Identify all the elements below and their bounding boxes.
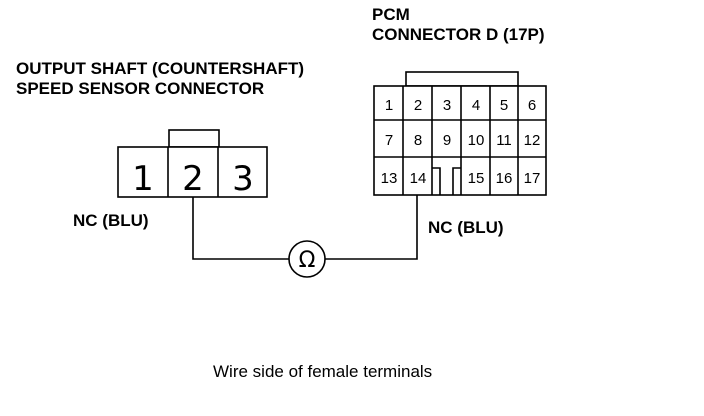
pcm-pin-11: 11: [496, 132, 512, 149]
pcm-connector-latch: [405, 71, 519, 87]
sensor-title-line-2: SPEED SENSOR CONNECTOR: [16, 79, 264, 98]
pcm-pin-13: 13: [381, 170, 398, 187]
pcm-pin-10: 10: [468, 132, 485, 149]
pcm-pin-4: 4: [472, 97, 480, 114]
pcm-pin-1: 1: [385, 97, 393, 114]
pcm-pin-14: 14: [410, 170, 427, 187]
pcm-pin-5: 5: [500, 97, 508, 114]
diagram-caption: Wire side of female terminals: [213, 362, 432, 381]
pcm-pin-6: 6: [528, 97, 536, 114]
pcm-title-line-2: CONNECTOR D (17P): [372, 25, 545, 44]
sensor-connector: 1 2 3: [117, 129, 268, 199]
ohm-symbol: Ω: [299, 248, 316, 273]
pcm-pin-12: 12: [524, 132, 541, 149]
pcm-title-line-1: PCM: [372, 5, 410, 24]
pcm-connector: 1 2 3 4 5 6 7 8 9 10 11 12 13 14 15 16 1…: [373, 71, 547, 196]
pcm-pin-7: 7: [385, 132, 393, 149]
sensor-pin-3: 3: [232, 159, 254, 199]
ohmmeter-icon: [288, 240, 326, 278]
sensor-connector-body: [117, 146, 268, 198]
sensor-pin-2: 2: [182, 159, 204, 199]
pcm-pin-17: 17: [524, 170, 541, 187]
pcm-pin-8: 8: [414, 132, 422, 149]
pcm-pin-3: 3: [443, 97, 451, 114]
sensor-title-line-1: OUTPUT SHAFT (COUNTERSHAFT): [16, 59, 304, 78]
sensor-pin-1: 1: [132, 159, 154, 199]
pcm-pin-16: 16: [496, 170, 513, 187]
pcm-pin-2: 2: [414, 97, 422, 114]
pcm-connector-body: [373, 85, 547, 196]
pcm-wire-label: NC (BLU): [428, 218, 504, 237]
sensor-wire-label: NC (BLU): [73, 211, 149, 230]
pcm-pin-9: 9: [443, 132, 451, 149]
sensor-connector-latch: [168, 129, 220, 148]
pcm-pin-15: 15: [468, 170, 485, 187]
test-wire: Ω: [192, 195, 418, 278]
